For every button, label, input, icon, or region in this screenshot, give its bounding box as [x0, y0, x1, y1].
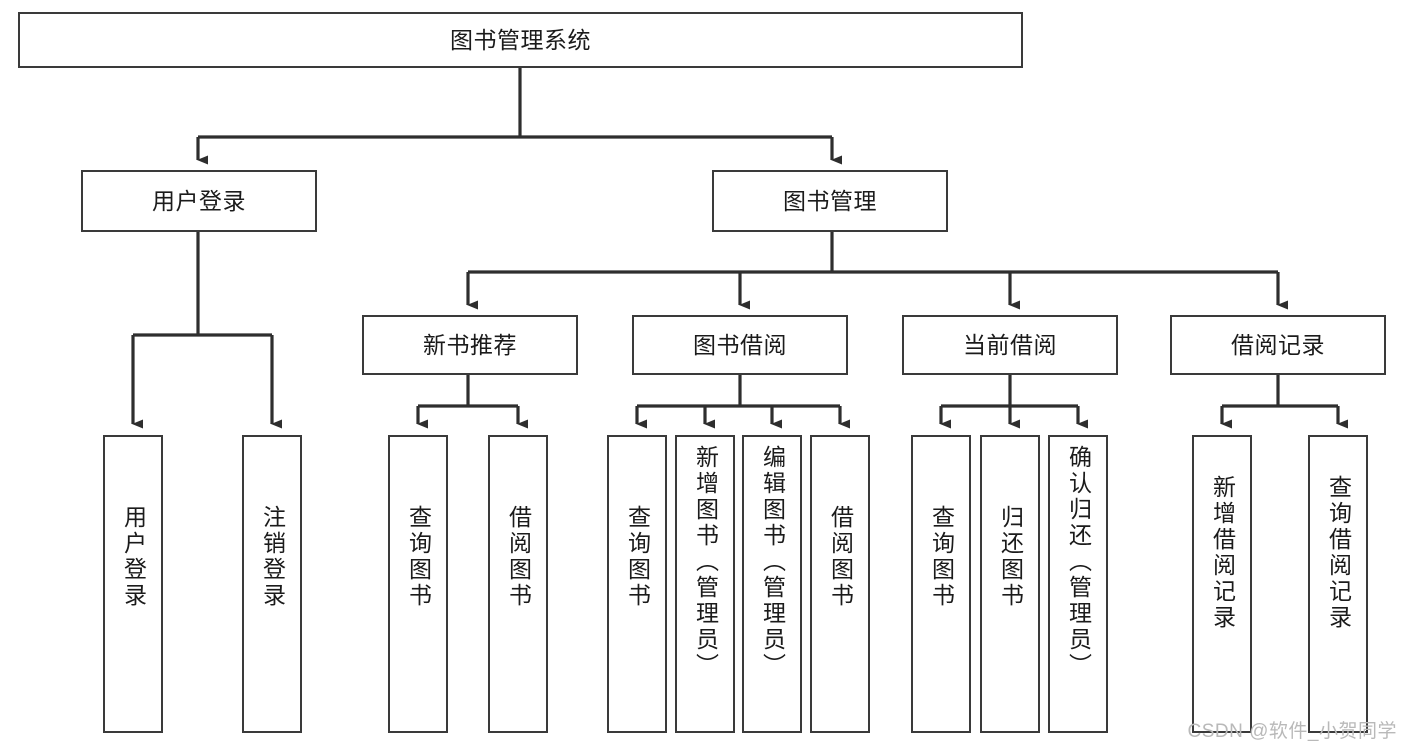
node-label: 借阅图书: [827, 505, 854, 609]
node-label: 图书借阅: [693, 331, 787, 358]
node-label: 借阅记录: [1231, 331, 1325, 358]
leaf-current-query-book[interactable]: 查询图书: [911, 435, 971, 733]
node-label: 新增图书（管理员）: [692, 445, 719, 679]
node-label: 注销登录: [259, 505, 286, 609]
node-user-login[interactable]: 用户登录: [81, 170, 317, 232]
node-borrow-record[interactable]: 借阅记录: [1170, 315, 1386, 375]
leaf-new-book-borrow-book[interactable]: 借阅图书: [488, 435, 548, 733]
leaf-logout[interactable]: 注销登录: [242, 435, 302, 733]
node-book-borrow[interactable]: 图书借阅: [632, 315, 848, 375]
node-current-borrow[interactable]: 当前借阅: [902, 315, 1118, 375]
node-label: 查询图书: [928, 505, 955, 609]
node-label: 新书推荐: [423, 331, 517, 358]
leaf-current-confirm-return-admin[interactable]: 确认归还（管理员）: [1048, 435, 1108, 733]
node-label: 借阅图书: [505, 505, 532, 609]
leaf-borrow-edit-book-admin[interactable]: 编辑图书（管理员）: [742, 435, 802, 733]
node-label: 新增借阅记录: [1209, 475, 1236, 631]
leaf-borrow-query-book[interactable]: 查询图书: [607, 435, 667, 733]
node-label: 图书管理: [783, 187, 877, 214]
node-label: 用户登录: [120, 505, 147, 609]
node-label: 确认归还（管理员）: [1065, 445, 1092, 679]
node-label: 编辑图书（管理员）: [759, 445, 786, 679]
leaf-new-book-query-book[interactable]: 查询图书: [388, 435, 448, 733]
node-label: 用户登录: [152, 187, 246, 214]
node-new-book-recommend[interactable]: 新书推荐: [362, 315, 578, 375]
leaf-record-add-borrow-record[interactable]: 新增借阅记录: [1192, 435, 1252, 733]
node-label: 当前借阅: [963, 331, 1057, 358]
node-label: 归还图书: [997, 505, 1024, 609]
leaf-borrow-add-book-admin[interactable]: 新增图书（管理员）: [675, 435, 735, 733]
leaf-user-login[interactable]: 用户登录: [103, 435, 163, 733]
leaf-borrow-borrow-book[interactable]: 借阅图书: [810, 435, 870, 733]
node-label: 查询借阅记录: [1325, 475, 1352, 631]
node-label: 查询图书: [405, 505, 432, 609]
node-label: 图书管理系统: [450, 26, 591, 53]
leaf-current-return-book[interactable]: 归还图书: [980, 435, 1040, 733]
node-label: 查询图书: [624, 505, 651, 609]
watermark-csdn: CSDN @软件_小贺同学: [1187, 721, 1397, 742]
leaf-record-query-borrow-record[interactable]: 查询借阅记录: [1308, 435, 1368, 733]
node-root-book-management-system[interactable]: 图书管理系统: [18, 12, 1023, 68]
node-book-management[interactable]: 图书管理: [712, 170, 948, 232]
